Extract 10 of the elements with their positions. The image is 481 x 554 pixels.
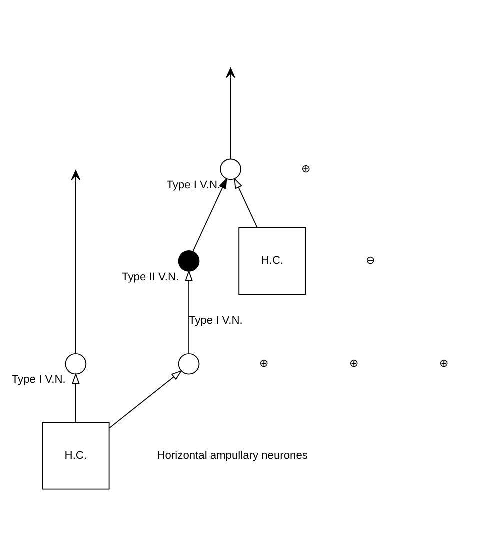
label: ⊕ (260, 358, 269, 370)
label: ⊕ (301, 162, 310, 175)
node-label: Type II V.N. (122, 270, 180, 283)
label: ⊕ (440, 358, 449, 370)
node-label: Type I V.N. (166, 179, 221, 192)
label: ⊕ (350, 358, 359, 370)
label: Horizontal ampullary neurones (157, 449, 308, 462)
edge-label: Type I V.N. (188, 314, 243, 326)
label: ⊖ (366, 254, 376, 267)
node-label: Type I V.N. (12, 374, 66, 386)
